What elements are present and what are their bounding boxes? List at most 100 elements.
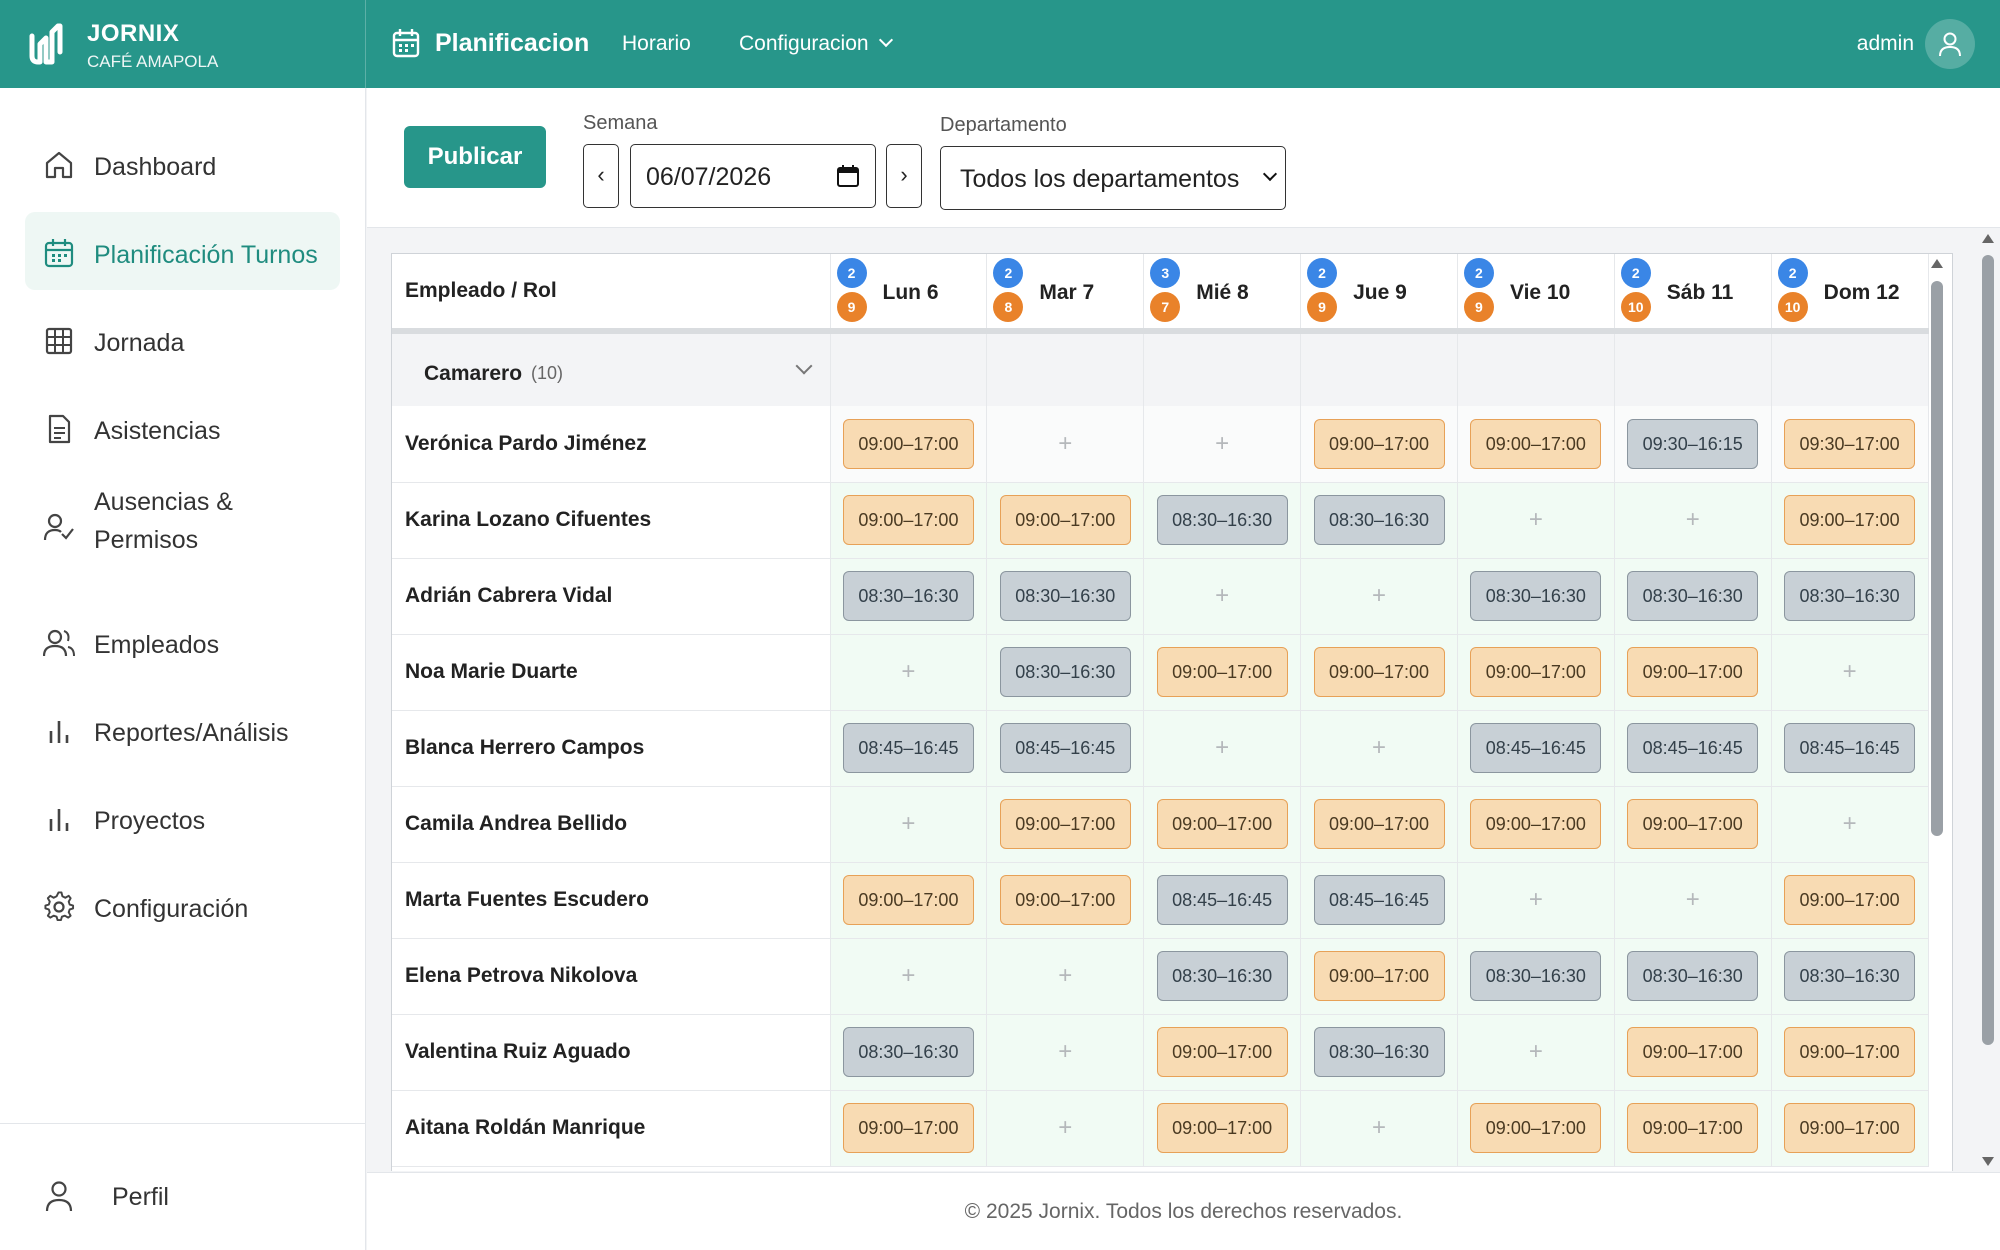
- shift-cell[interactable]: +: [986, 406, 1145, 483]
- shift-cell[interactable]: 08:30–16:30: [986, 634, 1145, 711]
- shift-cell[interactable]: 09:00–17:00: [1457, 786, 1615, 863]
- shift-cell[interactable]: 08:45–16:45: [1300, 862, 1458, 939]
- shift-chip[interactable]: 09:00–17:00: [1156, 799, 1288, 849]
- shift-chip[interactable]: 08:45–16:45: [1627, 723, 1759, 773]
- shift-chip[interactable]: 09:00–17:00: [842, 1103, 974, 1153]
- add-shift-icon[interactable]: +: [1685, 886, 1700, 913]
- shift-cell[interactable]: 08:30–16:30: [1457, 558, 1615, 635]
- add-shift-icon[interactable]: +: [1842, 810, 1857, 837]
- shift-cell[interactable]: 09:00–17:00: [830, 1090, 988, 1167]
- shift-cell[interactable]: 09:00–17:00: [830, 406, 988, 483]
- shift-chip[interactable]: 08:30–16:30: [1313, 495, 1445, 545]
- shift-cell[interactable]: +: [1457, 1014, 1615, 1091]
- user-name[interactable]: admin: [1856, 32, 1914, 55]
- shift-cell[interactable]: 09:00–17:00: [1457, 1090, 1615, 1167]
- shift-cell[interactable]: 08:45–16:45: [1457, 710, 1615, 787]
- shift-cell[interactable]: 09:00–17:00: [1457, 634, 1615, 711]
- shift-chip[interactable]: 08:45–16:45: [1784, 723, 1916, 773]
- shift-cell[interactable]: +: [1143, 406, 1302, 483]
- shift-chip[interactable]: 09:00–17:00: [1156, 1103, 1288, 1153]
- scroll-down-arrow-icon[interactable]: [1982, 1157, 1994, 1166]
- shift-cell[interactable]: 08:45–16:45: [1614, 710, 1772, 787]
- add-shift-icon[interactable]: +: [1058, 1038, 1073, 1065]
- add-shift-icon[interactable]: +: [1528, 886, 1543, 913]
- shift-cell[interactable]: 09:00–17:00: [1300, 786, 1458, 863]
- add-shift-icon[interactable]: +: [1058, 429, 1073, 457]
- page-scrollbar[interactable]: [1978, 228, 1998, 1172]
- shift-cell[interactable]: 09:00–17:00: [986, 862, 1145, 939]
- shift-chip[interactable]: 09:00–17:00: [1470, 799, 1602, 849]
- group-cell[interactable]: Camarero (10): [392, 331, 831, 406]
- shift-chip[interactable]: 09:00–17:00: [1313, 799, 1445, 849]
- add-shift-icon[interactable]: +: [1528, 506, 1543, 533]
- add-shift-icon[interactable]: +: [1215, 429, 1230, 457]
- grid-scrollbar[interactable]: [1927, 253, 1947, 1173]
- shift-chip[interactable]: 08:45–16:45: [1313, 875, 1445, 925]
- shift-chip[interactable]: 09:00–17:00: [1784, 1103, 1916, 1153]
- shift-chip[interactable]: 08:45–16:45: [1470, 723, 1602, 773]
- shift-cell[interactable]: 09:00–17:00: [1143, 634, 1302, 711]
- shift-cell[interactable]: 08:30–16:30: [1457, 938, 1615, 1015]
- shift-cell[interactable]: 09:30–16:15: [1614, 406, 1772, 483]
- shift-chip[interactable]: 08:30–16:30: [1784, 571, 1916, 621]
- shift-cell[interactable]: 08:45–16:45: [986, 710, 1145, 787]
- shift-chip[interactable]: 08:45–16:45: [842, 723, 974, 773]
- add-shift-icon[interactable]: +: [901, 658, 916, 685]
- shift-chip[interactable]: 09:00–17:00: [1784, 1027, 1916, 1077]
- shift-chip[interactable]: 09:00–17:00: [999, 799, 1131, 849]
- shift-cell[interactable]: 08:45–16:45: [830, 710, 988, 787]
- add-shift-icon[interactable]: +: [1842, 658, 1857, 685]
- shift-cell[interactable]: 09:00–17:00: [1771, 862, 1929, 939]
- shift-chip[interactable]: 08:30–16:30: [1156, 951, 1288, 1001]
- shift-cell[interactable]: 09:00–17:00: [1614, 1014, 1772, 1091]
- shift-chip[interactable]: 08:45–16:45: [1156, 875, 1288, 925]
- shift-cell[interactable]: +: [1614, 862, 1772, 939]
- week-date-input[interactable]: 06/07/2026: [630, 144, 876, 208]
- shift-chip[interactable]: 08:30–16:30: [1784, 951, 1916, 1001]
- shift-cell[interactable]: 09:00–17:00: [1300, 406, 1458, 483]
- shift-chip[interactable]: 09:00–17:00: [1627, 647, 1759, 697]
- shift-chip[interactable]: 09:00–17:00: [1313, 951, 1445, 1001]
- shift-cell[interactable]: +: [1143, 710, 1302, 787]
- shift-chip[interactable]: 09:00–17:00: [1156, 647, 1288, 697]
- next-week-button[interactable]: ›: [886, 144, 922, 208]
- shift-cell[interactable]: 08:30–16:30: [1771, 558, 1929, 635]
- nav-link-configuracion[interactable]: Configuracion: [739, 32, 893, 56]
- shift-cell[interactable]: +: [986, 938, 1145, 1015]
- nav-link-horario[interactable]: Horario: [622, 32, 691, 55]
- brand[interactable]: JORNIX CAFÉ AMAPOLA: [0, 0, 366, 88]
- shift-chip[interactable]: 09:00–17:00: [1470, 1103, 1602, 1153]
- shift-cell[interactable]: 09:00–17:00: [830, 862, 988, 939]
- shift-chip[interactable]: 09:00–17:00: [1627, 799, 1759, 849]
- sidebar-item-reportes[interactable]: Reportes/Análisis: [25, 690, 340, 768]
- shift-cell[interactable]: 09:00–17:00: [986, 482, 1145, 559]
- add-shift-icon[interactable]: +: [1372, 582, 1387, 609]
- scrollbar-thumb[interactable]: [1982, 255, 1994, 1045]
- shift-cell[interactable]: 08:45–16:45: [1771, 710, 1929, 787]
- chevron-down-icon[interactable]: [795, 357, 812, 375]
- shift-cell[interactable]: 08:30–16:30: [1614, 938, 1772, 1015]
- shift-chip[interactable]: 09:00–17:00: [1627, 1027, 1759, 1077]
- shift-chip[interactable]: 08:30–16:30: [1470, 571, 1602, 621]
- shift-chip[interactable]: 09:00–17:00: [842, 495, 974, 545]
- scrollbar-thumb[interactable]: [1931, 281, 1943, 836]
- scroll-up-arrow-icon[interactable]: [1982, 234, 1994, 243]
- sidebar-item-configuracion[interactable]: Configuración: [25, 866, 340, 944]
- shift-chip[interactable]: 09:00–17:00: [1470, 418, 1602, 469]
- nav-title[interactable]: Planificacion: [435, 29, 590, 57]
- shift-cell[interactable]: 09:00–17:00: [1771, 1090, 1929, 1167]
- shift-cell[interactable]: +: [830, 634, 988, 711]
- group-row[interactable]: Camarero (10): [392, 331, 1929, 406]
- sidebar-item-dashboard[interactable]: Dashboard: [25, 124, 340, 202]
- shift-cell[interactable]: 09:00–17:00: [1771, 482, 1929, 559]
- prev-week-button[interactable]: ‹: [583, 144, 619, 208]
- shift-cell[interactable]: +: [1300, 1090, 1458, 1167]
- shift-cell[interactable]: +: [1457, 862, 1615, 939]
- shift-cell[interactable]: 08:30–16:30: [830, 558, 988, 635]
- avatar[interactable]: [1925, 19, 1975, 69]
- shift-cell[interactable]: +: [1614, 482, 1772, 559]
- shift-cell[interactable]: 09:00–17:00: [1300, 938, 1458, 1015]
- shift-cell[interactable]: 09:00–17:00: [1614, 786, 1772, 863]
- shift-cell[interactable]: 08:30–16:30: [1300, 1014, 1458, 1091]
- shift-cell[interactable]: +: [1771, 634, 1929, 711]
